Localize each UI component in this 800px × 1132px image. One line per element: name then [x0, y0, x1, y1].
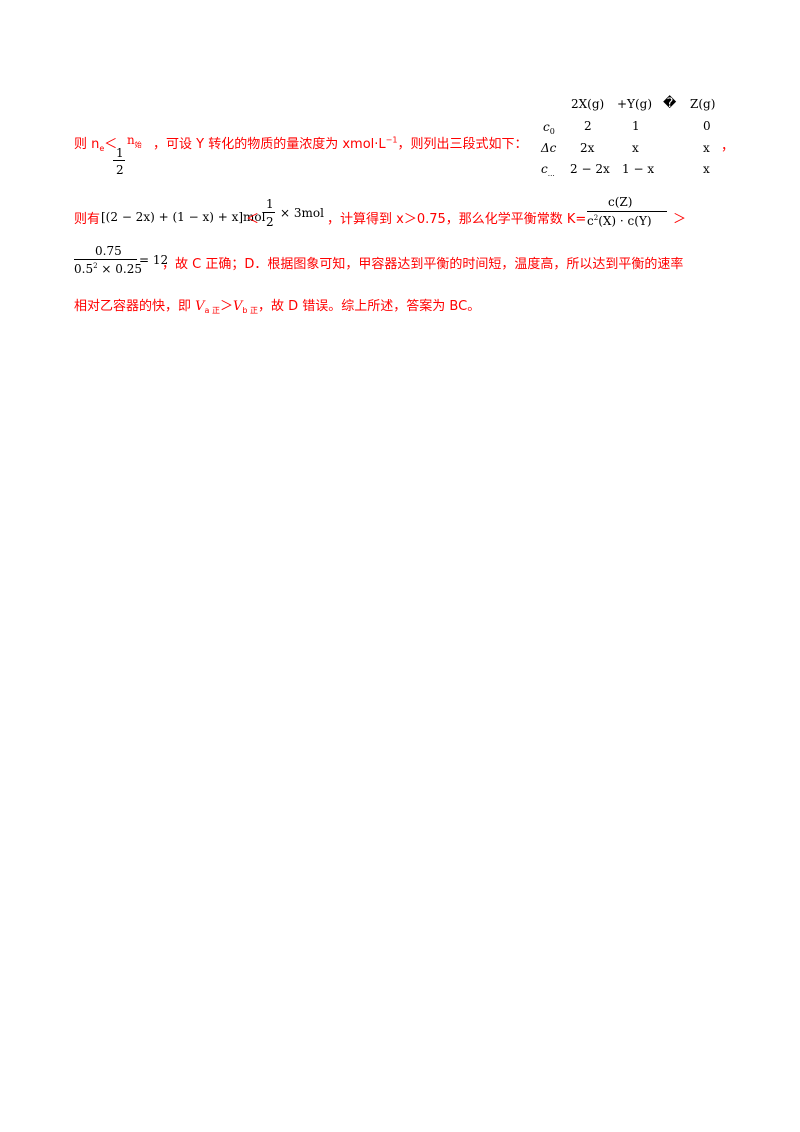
line1-prefix: 则 ne＜ [74, 137, 118, 153]
table-cell: 1 − x [622, 162, 655, 176]
table-row-label: Δc [541, 141, 557, 155]
line1-n: n始 [127, 133, 142, 149]
line2-lt: ＜ [246, 212, 260, 227]
table-cell: 1 [632, 119, 640, 133]
table-header-z: Z(g) [690, 97, 716, 111]
table-row-label: c… [541, 162, 555, 178]
line2-times: × 3mol [280, 206, 324, 220]
line2-prefix: 则有 [74, 212, 101, 227]
table-cell: 2 − 2x [570, 162, 610, 176]
line2-text: ，计算得到 x＞0.75，那么化学平衡常数 K= [327, 212, 587, 227]
line2-frac-den: 2 [266, 215, 274, 229]
line2-frac-num: 1 [266, 197, 274, 211]
line3-text: ，故 C 正确；D．根据图象可知，甲容器达到平衡的时间短，温度高，所以达到平衡的… [162, 257, 684, 272]
line1-text: ，可设 Y 转化的物质的量浓度为 xmol·L−1，则列出三段式如下： [153, 135, 528, 152]
line2-frac-bar [263, 212, 275, 213]
line1-frac-num: 1 [116, 146, 124, 160]
line2-gt: ＞ [673, 212, 687, 227]
line2-expression: [(2 − 2x) + (1 − x) + x]mol [101, 210, 266, 224]
line3-frac-num: 0.75 [95, 244, 122, 258]
k-fraction-den: c2(X) · c(Y) [587, 214, 652, 228]
equilibrium-arrow-icon: � [663, 96, 677, 111]
table-cell: 2 [584, 119, 592, 133]
k-fraction-num: c(Z) [608, 195, 633, 209]
line3-frac-den: 0.52 × 0.25 [74, 262, 142, 276]
table-cell: 0 [703, 119, 711, 133]
table-header-x: 2X(g) [571, 97, 605, 111]
line3-eq: = 12 [139, 253, 169, 267]
table-header-y: +Y(g) [617, 97, 653, 111]
line4-text: 相对乙容器的快，即 Va 正＞Vb 正，故 D 错误。综上所述，答案为 BC。 [74, 299, 481, 315]
k-fraction-bar [587, 211, 667, 212]
table-cell: x [632, 141, 639, 155]
table-cell: x [703, 141, 710, 155]
line1-trailing-comma: ， [721, 139, 735, 154]
table-row-label: c0 [543, 120, 555, 136]
table-cell: 2x [580, 141, 595, 155]
line3-frac-bar [74, 259, 137, 260]
line1-frac-den: 2 [116, 163, 124, 177]
line1-frac-bar [113, 160, 125, 161]
table-cell: x [703, 162, 710, 176]
